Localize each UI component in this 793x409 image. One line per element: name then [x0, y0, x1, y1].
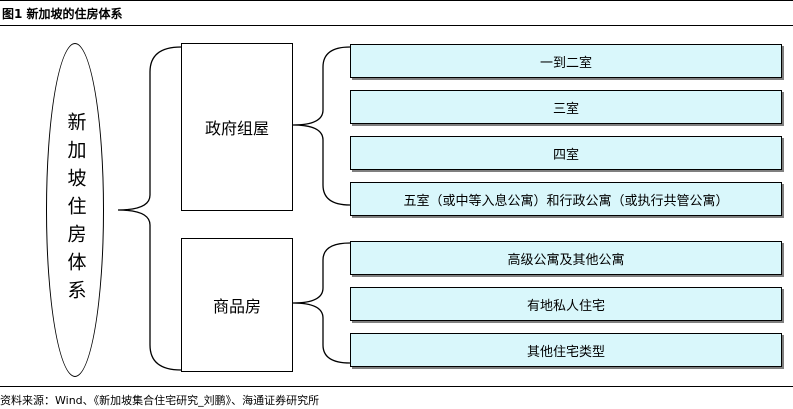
leaf-box: 五室（或中等入息公寓）和行政公寓（或执行共管公寓） [350, 182, 782, 216]
bottom-rule [0, 386, 793, 387]
leaf-box: 三室 [350, 90, 782, 124]
leaf-box: 一到二室 [350, 44, 782, 78]
top-rule [0, 0, 793, 1]
root-ellipse [46, 43, 104, 377]
category-public-housing: 政府组屋 [181, 43, 293, 211]
category-label: 商品房 [212, 297, 261, 316]
lower-bracket [292, 242, 351, 364]
root-bracket [117, 46, 182, 371]
title-rule [0, 25, 793, 26]
category-private-housing: 商品房 [181, 238, 293, 372]
root-label: 新加坡住房体系 [64, 112, 87, 308]
leaf-box: 有地私人住宅 [350, 287, 782, 321]
leaf-box: 高级公寓及其他公寓 [350, 241, 782, 275]
leaf-box: 其他住宅类型 [350, 333, 782, 367]
category-label: 政府组屋 [204, 119, 269, 138]
source-note: 资料来源：Wind、《新加坡集合住宅研究_刘鹏》、海通证券研究所 [0, 394, 320, 407]
upper-bracket [292, 46, 351, 206]
figure-title: 图1 新加坡的住房体系 [2, 7, 123, 21]
leaf-box: 四室 [350, 136, 782, 170]
